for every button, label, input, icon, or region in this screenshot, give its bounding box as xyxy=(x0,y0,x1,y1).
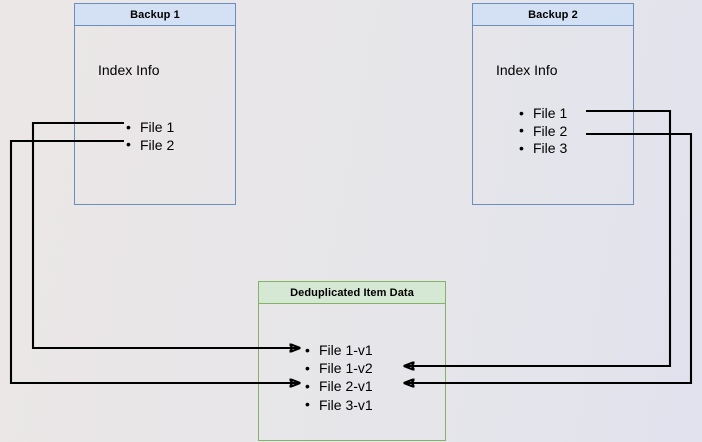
dedup-file-list: File 1-v1 File 1-v2 File 2-v1 File 3-v1 xyxy=(304,340,373,414)
backup-1-header: Backup 1 xyxy=(75,4,235,26)
backup-2-title: Backup 2 xyxy=(528,8,578,21)
dedup-file-item[interactable]: File 1-v1 xyxy=(304,340,373,359)
dedup-file-item[interactable]: File 3-v1 xyxy=(304,395,373,414)
backup-1-box[interactable]: Backup 1 Index Info File 1 File 2 xyxy=(74,3,236,205)
deduplicated-item-data-title: Deduplicated Item Data xyxy=(290,286,414,299)
backup-1-file-item[interactable]: File 1 xyxy=(125,119,174,137)
backup-2-box[interactable]: Backup 2 Index Info File 1 File 2 File 3 xyxy=(472,3,634,205)
backup-2-index-label: Index Info xyxy=(496,62,558,78)
backup-2-file-item[interactable]: File 3 xyxy=(518,140,567,158)
backup-1-file-item[interactable]: File 2 xyxy=(125,136,174,155)
dedup-file-item[interactable]: File 2-v1 xyxy=(304,377,373,395)
dedup-file-item[interactable]: File 1-v2 xyxy=(304,359,373,377)
backup-1-index-label: Index Info xyxy=(98,62,160,78)
deduplicated-item-data-header: Deduplicated Item Data xyxy=(259,282,445,304)
deduplicated-item-data-box[interactable]: Deduplicated Item Data File 1-v1 File 1-… xyxy=(258,281,446,441)
backup-2-header: Backup 2 xyxy=(473,4,633,26)
backup-2-file-list: File 1 File 2 File 3 xyxy=(518,105,567,158)
backup-1-title: Backup 1 xyxy=(130,8,180,21)
backup-2-file-item[interactable]: File 2 xyxy=(518,122,567,141)
backup-1-file-list: File 1 File 2 xyxy=(125,119,174,154)
backup-2-file-item[interactable]: File 1 xyxy=(518,105,567,123)
